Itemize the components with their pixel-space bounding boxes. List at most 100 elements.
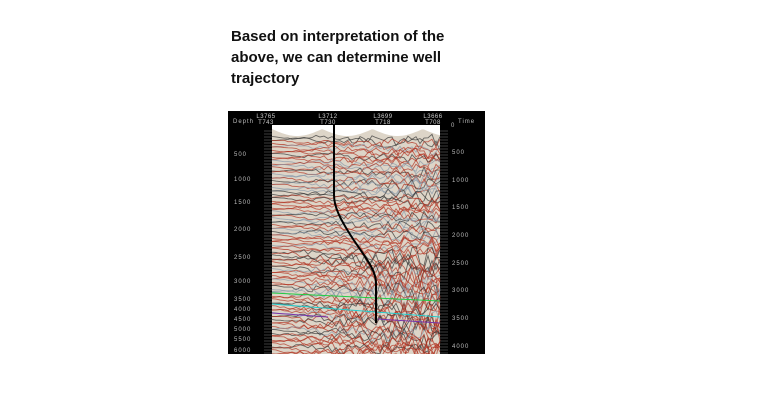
- seismic-reflector: [271, 193, 441, 208]
- well-line-label: L3765: [256, 114, 276, 120]
- seismic-reflector: [271, 343, 430, 354]
- depth-tick-label: 4000: [234, 307, 252, 313]
- time-tick-label: 3500: [452, 316, 470, 322]
- depth-tick-label: 5500: [234, 337, 252, 343]
- seismic-reflector: [271, 149, 441, 164]
- seismic-reflector: [271, 310, 441, 331]
- seismic-reflector: [271, 179, 441, 195]
- depth-tick-label: 1000: [234, 177, 252, 183]
- seismic-reflector: [271, 163, 441, 179]
- depth-axis-label: Depth: [233, 119, 255, 125]
- slide-title: Based on interpretation of the above, we…: [231, 28, 445, 87]
- time-tick-label: 500: [452, 150, 466, 156]
- seismic-reflector: [272, 135, 441, 151]
- seismic-reflector: [271, 253, 441, 273]
- seismic-reflector: [271, 301, 441, 323]
- seismic-reflector: [271, 176, 441, 190]
- seismic-reflector: [271, 226, 441, 241]
- seismic-reflector: [271, 299, 441, 321]
- time-axis-label: Time: [458, 119, 476, 125]
- seismic-reflector: [271, 210, 441, 223]
- seismic-reflector: [271, 143, 441, 157]
- seismic-reflector: [271, 318, 441, 343]
- seismic-reflector: [271, 173, 441, 186]
- well-line-label: L3666: [423, 114, 443, 120]
- time-tick-label: 2000: [452, 233, 470, 239]
- well-line-label: L3712: [318, 114, 338, 120]
- seismic-reflector: [271, 141, 441, 155]
- time-tick-label: 1000: [452, 178, 470, 184]
- depth-tick-label: 4500: [234, 317, 252, 323]
- time-tick-label: 3000: [452, 288, 470, 294]
- seismic-reflector: [271, 293, 441, 316]
- seismic-reflector: [271, 240, 441, 255]
- seismic-reflector: [271, 261, 441, 281]
- time-tick-label: 2500: [452, 261, 470, 267]
- depth-tick-label: 2000: [234, 227, 252, 233]
- seafloor-top: [272, 125, 440, 136]
- depth-tick-label: 1500: [234, 200, 252, 206]
- depth-tick-label: 5000: [234, 327, 252, 333]
- seismic-reflector: [271, 285, 441, 310]
- horizon-purple: [271, 312, 441, 324]
- seismic-reflector: [271, 232, 441, 246]
- seismic-reflector: [271, 294, 441, 312]
- seismic-reflector: [271, 208, 441, 223]
- seismic-reflector: [271, 279, 441, 303]
- seismic-reflector: [271, 161, 441, 173]
- time-tick-label: 1500: [452, 205, 470, 211]
- seismic-reflector: [271, 162, 441, 175]
- seismic-reflector: [271, 229, 441, 241]
- well-trace-label: T708: [425, 120, 441, 126]
- seismic-plot: [264, 124, 448, 354]
- seismic-reflector: [271, 138, 441, 151]
- horizon-cyan: [271, 303, 441, 318]
- seismic-reflector: [271, 171, 441, 184]
- seismic-reflector: [271, 182, 441, 194]
- seismic-reflector: [271, 245, 441, 267]
- seismic-reflector: [271, 217, 441, 230]
- seismic-reflector: [271, 266, 441, 287]
- seismic-reflector: [271, 155, 441, 168]
- seismic-reflector: [271, 282, 441, 307]
- seismic-reflector: [271, 255, 441, 277]
- well-trace-label: T743: [258, 120, 274, 126]
- seismic-reflector: [271, 343, 441, 354]
- depth-tick-label: 3500: [234, 297, 252, 303]
- seismic-reflector: [271, 305, 441, 331]
- seismic-reflector: [271, 240, 441, 253]
- seismic-reflector: [271, 145, 441, 159]
- seismic-reflector: [271, 153, 441, 165]
- well-line-label: L3699: [373, 114, 393, 120]
- seismic-reflector: [271, 338, 441, 354]
- well-trace-label: T730: [320, 120, 336, 126]
- seismic-reflector: [272, 317, 441, 338]
- depth-tick-label: 3000: [234, 279, 252, 285]
- depth-tick-label: 2500: [234, 255, 252, 261]
- well-trajectory: [333, 124, 377, 323]
- time-tick-0: 0: [451, 123, 456, 129]
- seismic-reflector: [271, 225, 441, 239]
- horizon-green: [271, 292, 441, 302]
- seismic-reflector: [271, 325, 441, 343]
- time-tick-label: 4000: [452, 344, 470, 350]
- seismic-reflector: [271, 190, 441, 203]
- seismic-reflector: [271, 203, 441, 217]
- seismic-reflector: [271, 200, 441, 214]
- depth-tick-label: 6000: [234, 348, 252, 354]
- seismic-reflector: [271, 271, 441, 296]
- seismic-reflector: [271, 236, 441, 249]
- seismic-reflector: [271, 186, 441, 202]
- seismic-reflector: [271, 313, 441, 334]
- seismic-reflector: [271, 347, 434, 354]
- seismic-reflector: [272, 312, 441, 335]
- depth-tick-label: 500: [234, 152, 248, 158]
- seismic-reflector: [272, 267, 441, 288]
- seismic-reflector: [271, 165, 441, 181]
- well-trace-label: T718: [375, 120, 391, 126]
